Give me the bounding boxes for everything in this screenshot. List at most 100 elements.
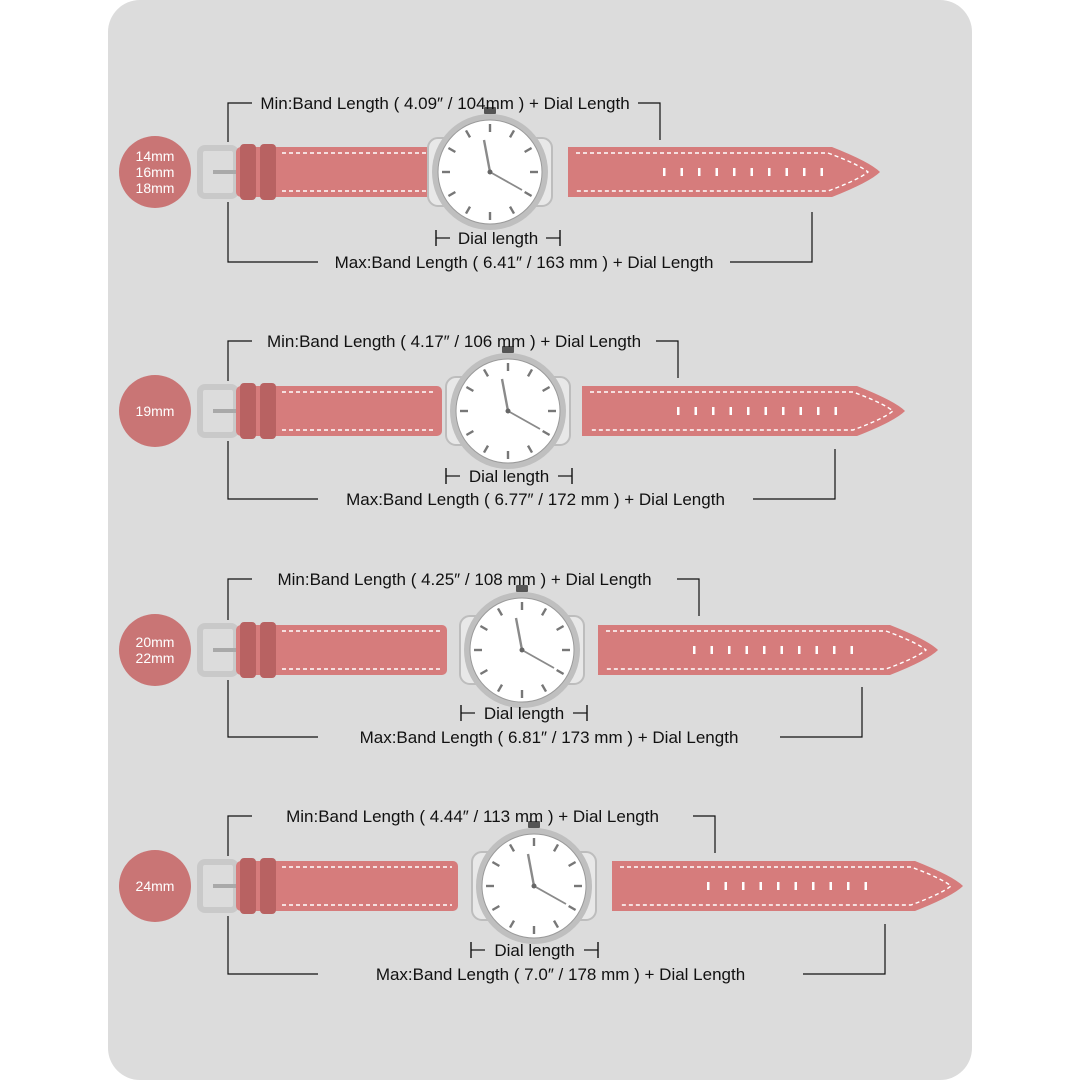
strap-hole <box>729 407 732 415</box>
strap-tail <box>612 861 963 911</box>
min-length-line <box>227 340 252 381</box>
hour-marker <box>552 843 560 852</box>
hour-marker <box>491 860 500 868</box>
max-length-label: Max:Band Length ( 6.41″ / 163 mm ) + Dia… <box>335 253 714 272</box>
strap-buckle-side <box>236 625 447 675</box>
size-label: 18mm <box>136 180 175 196</box>
hour-hand <box>526 853 536 887</box>
hour-marker <box>464 206 472 215</box>
hour-marker <box>540 607 548 616</box>
strap-hole <box>715 168 718 176</box>
strap-keeper <box>260 858 276 914</box>
strap-keeper <box>260 383 276 439</box>
strap-hole <box>745 646 748 654</box>
min-length-line <box>227 578 252 620</box>
hour-marker <box>508 129 516 138</box>
hour-hand <box>500 378 510 412</box>
strap-keeper <box>240 144 256 200</box>
strap-hole <box>785 168 788 176</box>
dial-length-label: Dial length <box>484 704 564 723</box>
hour-marker <box>508 843 516 852</box>
strap-hole <box>829 882 832 890</box>
hour-marker <box>496 607 504 616</box>
strap-hole <box>764 407 767 415</box>
strap-keeper <box>260 144 276 200</box>
strap-hole <box>847 882 850 890</box>
strap-tail <box>568 147 880 197</box>
hour-hand <box>482 139 492 173</box>
strap-hole <box>694 407 697 415</box>
size-label: 24mm <box>136 878 175 894</box>
strap-hole <box>798 646 801 654</box>
hour-marker <box>479 668 488 676</box>
strap-hole <box>728 646 731 654</box>
minute-hand <box>489 171 523 191</box>
hour-hand <box>514 617 524 651</box>
max-length-label: Max:Band Length ( 6.77″ / 172 mm ) + Dia… <box>346 490 725 509</box>
min-length-label: Min:Band Length ( 4.25″ / 108 mm ) + Dia… <box>277 570 651 589</box>
strap-hole <box>698 168 701 176</box>
min-length-line <box>677 578 700 616</box>
size-badge <box>119 614 191 686</box>
min-length-label: Min:Band Length ( 4.44″ / 113 mm ) + Dia… <box>286 807 659 826</box>
strap-hole <box>803 168 806 176</box>
hour-marker <box>464 129 472 138</box>
hour-marker <box>556 668 565 676</box>
strap-buckle-side <box>236 386 442 436</box>
strap-hole <box>763 646 766 654</box>
stitch-line <box>620 866 953 906</box>
strap-hole <box>815 646 818 654</box>
size-label: 22mm <box>136 650 175 666</box>
strap-keeper <box>260 622 276 678</box>
watch-crown <box>484 107 496 114</box>
hour-marker <box>508 206 516 215</box>
strap-buckle-side <box>236 861 458 911</box>
strap-hole <box>677 407 680 415</box>
size-label: 20mm <box>136 634 175 650</box>
min-length-label: Min:Band Length ( 4.17″ / 106 mm ) + Dia… <box>267 332 641 351</box>
strap-tail <box>582 386 905 436</box>
hour-marker <box>556 624 565 632</box>
strap-keeper <box>240 622 256 678</box>
dial-length-label: Dial length <box>469 467 549 486</box>
max-length-line <box>803 924 886 975</box>
size-badge <box>119 136 191 208</box>
minute-hand <box>521 649 555 669</box>
stitch-line <box>606 630 928 670</box>
min-length-line <box>656 340 679 378</box>
strap-hole <box>733 168 736 176</box>
stitch-line <box>590 391 895 431</box>
size-label: 14mm <box>136 148 175 164</box>
strap-hole <box>759 882 762 890</box>
max-length-line <box>227 441 318 500</box>
max-length-line <box>753 449 836 500</box>
strap-hole <box>747 407 750 415</box>
minute-hand <box>533 885 567 905</box>
hour-marker <box>568 904 577 912</box>
strap-hole <box>712 407 715 415</box>
min-length-line <box>227 102 252 142</box>
strap-row: 24mm Min:Band Length ( 4.44″ / 113 mm ) +… <box>119 807 963 984</box>
hour-marker <box>524 190 533 198</box>
hour-marker <box>482 445 490 454</box>
hour-marker <box>482 368 490 377</box>
strap-hole <box>782 407 785 415</box>
strap-hole <box>850 646 853 654</box>
strap-tail <box>598 625 938 675</box>
min-length-line <box>638 102 661 140</box>
strap-hole <box>750 168 753 176</box>
strap-hole <box>777 882 780 890</box>
min-length-line <box>227 815 252 856</box>
max-length-line <box>227 680 318 738</box>
strap-keeper <box>240 858 256 914</box>
watch-crown <box>502 346 514 353</box>
hand-pin <box>531 883 537 889</box>
min-length-label: Min:Band Length ( 4.09″ / 104mm ) + Dial… <box>260 94 629 113</box>
stitch-line <box>576 152 870 192</box>
hour-marker <box>465 429 474 437</box>
strap-hole <box>663 168 666 176</box>
strap-hole <box>833 646 836 654</box>
dial-length-label: Dial length <box>494 941 574 960</box>
hour-marker <box>479 624 488 632</box>
hour-marker <box>491 904 500 912</box>
